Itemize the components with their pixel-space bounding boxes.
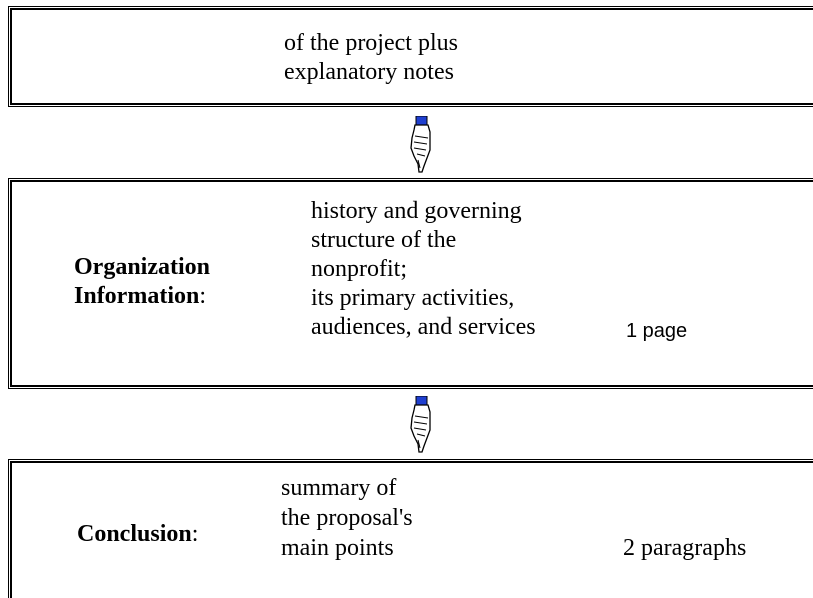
organization-heading-line-1: Organization — [74, 254, 210, 280]
pointing-hand-down-icon — [410, 116, 431, 173]
conclusion-length: 2 paragraphs — [623, 535, 747, 561]
organization-desc-line-3: nonprofit; — [311, 256, 407, 282]
pointing-hand-down-icon — [410, 396, 431, 453]
section-box-conclusion: Conclusion: summary of the proposal's ma… — [8, 459, 813, 598]
box1-line-1: of the project plus — [284, 30, 458, 56]
organization-heading-line-2: Information: — [74, 283, 207, 309]
section-box-organization: Organization Information: history and go… — [8, 178, 813, 389]
organization-desc-line-4: its primary activities, — [311, 285, 515, 311]
organization-length: 1 page — [626, 320, 688, 342]
conclusion-desc-line-2: the proposal's — [281, 505, 413, 531]
conclusion-heading: Conclusion: — [77, 521, 199, 547]
section-box-project: of the project plus explanatory notes — [8, 6, 813, 107]
organization-desc-line-2: structure of the — [311, 227, 457, 253]
conclusion-desc-line-1: summary of — [281, 475, 397, 501]
organization-desc-line-5: audiences, and services — [311, 314, 536, 340]
organization-desc-line-1: history and governing — [311, 198, 522, 224]
box1-line-2: explanatory notes — [284, 59, 454, 85]
conclusion-desc-line-3: main points — [281, 535, 394, 561]
